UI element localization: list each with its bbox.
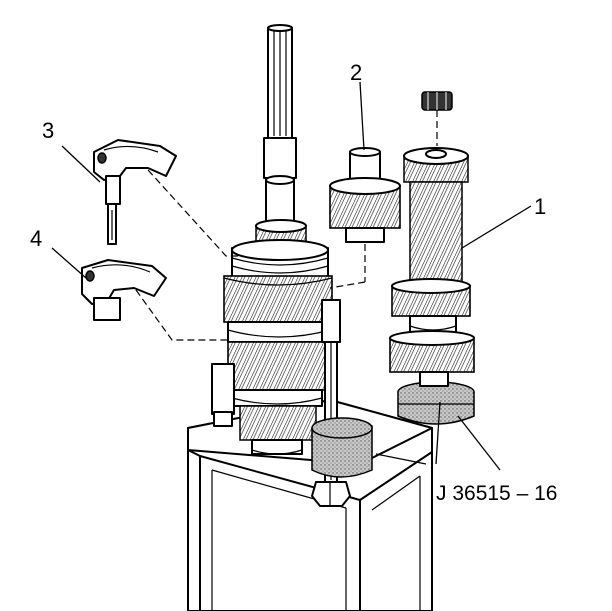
tool-label: J 36515 – 16 [436, 482, 557, 505]
leader-lines [51, 81, 532, 471]
tool-j36515-16 [311, 381, 475, 478]
countershaft [389, 91, 475, 387]
reverse-idler-gear [329, 147, 401, 289]
callout-4: 4 [30, 226, 42, 251]
callout-2: 2 [350, 60, 362, 85]
callout-3: 3 [42, 118, 54, 143]
shift-fork-4 [81, 259, 230, 341]
mainshaft-assembly [211, 24, 333, 455]
callout-1: 1 [534, 194, 546, 219]
shift-fork-3 [93, 139, 240, 257]
